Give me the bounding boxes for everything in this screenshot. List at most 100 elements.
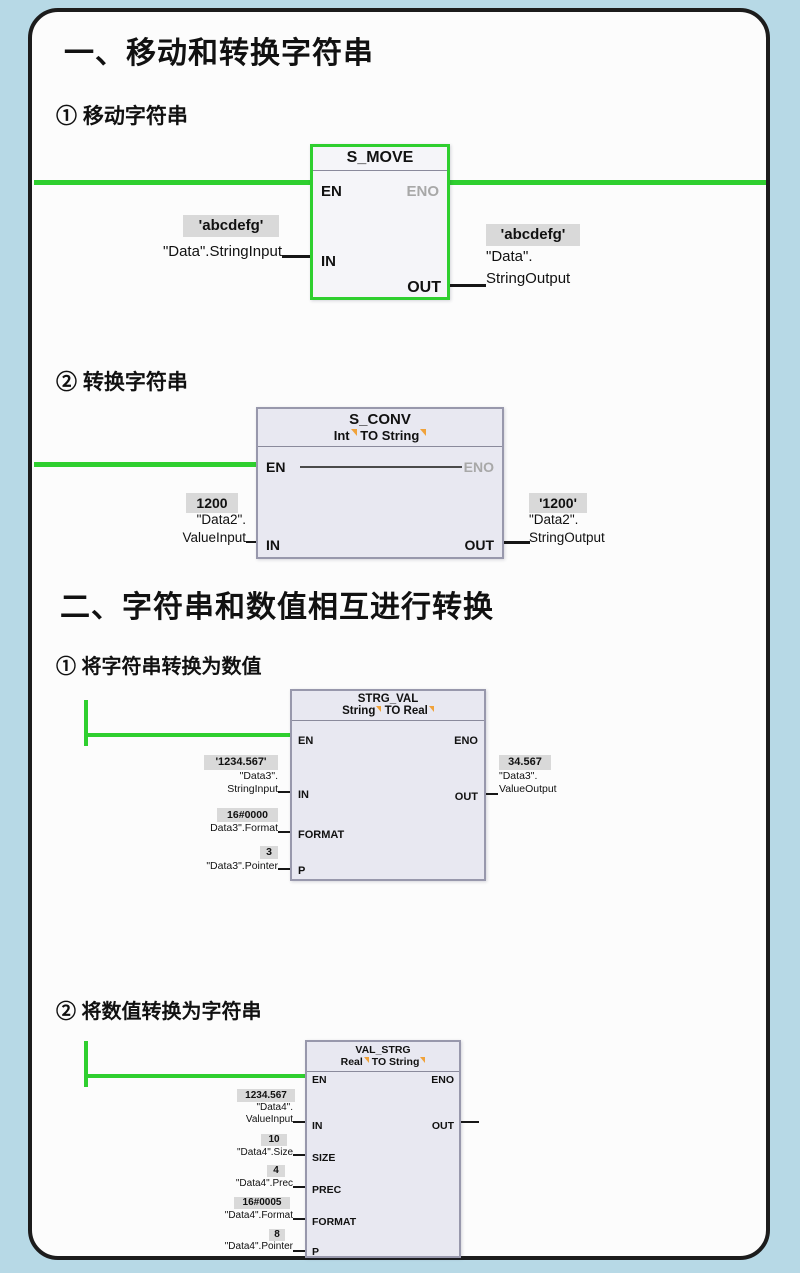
ladder-rail-vertical bbox=[84, 1041, 88, 1087]
pin-eno: ENO bbox=[431, 1074, 454, 1086]
block-title: STRG_VAL bbox=[357, 693, 419, 705]
type-to: Real bbox=[403, 705, 428, 717]
pin-in: IN bbox=[321, 253, 336, 270]
wire-p bbox=[278, 868, 290, 870]
type-keyword: TO bbox=[384, 705, 401, 717]
val-strg-in-operand-1: "Data4". bbox=[256, 1102, 293, 1113]
s-move-block: S_MOVE EN ENO IN OUT bbox=[310, 144, 450, 300]
type-keyword: TO bbox=[360, 428, 379, 443]
wire-out bbox=[461, 1121, 479, 1123]
val-strg-p-operand: "Data4".Pointer bbox=[224, 1241, 293, 1252]
s-conv-input-operand-1: "Data2". bbox=[196, 512, 246, 527]
strg-val-format-value: 16#0000 bbox=[217, 808, 278, 822]
ladder-rail-left bbox=[84, 733, 290, 737]
ladder-rail-left bbox=[34, 180, 310, 185]
block-title: S_MOVE bbox=[313, 147, 447, 171]
s-conv-block: S_CONV Int TO String EN ENO IN OUT bbox=[256, 407, 504, 559]
strg-val-in-operand-1: "Data3". bbox=[239, 770, 278, 782]
pin-size: SIZE bbox=[312, 1152, 336, 1164]
wire-in bbox=[293, 1121, 305, 1123]
move-string-heading: ① 移动字符串 bbox=[56, 105, 188, 128]
pin-format: FORMAT bbox=[312, 1216, 357, 1228]
strg-val-out-value: 34.567 bbox=[499, 755, 551, 770]
en-eno-line bbox=[300, 466, 462, 468]
wire-in bbox=[246, 541, 256, 543]
wire-format bbox=[278, 831, 290, 833]
wire-in bbox=[278, 791, 290, 793]
s-conv-input-value: 1200 bbox=[186, 493, 238, 513]
ladder-rail-vertical bbox=[84, 700, 88, 746]
val-strg-prec-value: 4 bbox=[267, 1165, 285, 1177]
pin-in: IN bbox=[312, 1120, 323, 1132]
type-from: Int bbox=[333, 428, 350, 443]
pin-in: IN bbox=[298, 789, 309, 801]
wire-out bbox=[486, 793, 498, 795]
val-strg-block: VAL_STRG Real TO String EN ENO IN SIZE P… bbox=[305, 1040, 461, 1258]
val-strg-in-value: 1234.567 bbox=[237, 1089, 295, 1102]
strg-val-p-operand: "Data3".Pointer bbox=[206, 860, 278, 872]
s-conv-output-value: '1200' bbox=[529, 493, 587, 513]
s-conv-output-operand-1: "Data2". bbox=[529, 512, 579, 527]
s-move-input-value: 'abcdefg' bbox=[183, 215, 279, 237]
s-move-output-value: 'abcdefg' bbox=[486, 224, 580, 246]
s-move-output-operand-2: StringOutput bbox=[486, 270, 571, 287]
pin-in: IN bbox=[266, 537, 280, 553]
val-strg-heading: ② 将数值转换为字符串 bbox=[56, 1001, 262, 1023]
wire-in bbox=[282, 255, 310, 258]
ladder-rail-left bbox=[84, 1074, 305, 1078]
wire-out bbox=[504, 541, 530, 544]
wire-prec bbox=[293, 1186, 305, 1188]
strg-val-out-operand-2: ValueOutput bbox=[499, 783, 557, 795]
val-strg-in-operand-2: ValueInput bbox=[245, 1114, 293, 1125]
section2-title: 二、字符串和数值相互进行转换 bbox=[60, 591, 494, 624]
strg-val-block: STRG_VAL String TO Real EN ENO IN FORMAT… bbox=[290, 689, 486, 881]
val-strg-p-value: 8 bbox=[269, 1229, 285, 1241]
type-from: String bbox=[342, 705, 376, 717]
block-title: S_CONV bbox=[349, 411, 411, 428]
convert-string-heading: ② 转换字符串 bbox=[56, 371, 188, 394]
type-dropdown-icon bbox=[420, 429, 427, 436]
val-strg-prec-operand: "Data4".Prec bbox=[235, 1178, 293, 1189]
pin-p: P bbox=[312, 1246, 320, 1258]
strg-val-format-operand: Data3".Format bbox=[210, 822, 278, 834]
pin-en: EN bbox=[266, 459, 286, 475]
val-strg-size-operand: "Data4".Size bbox=[236, 1147, 293, 1158]
strg-val-out-operand-1: "Data3". bbox=[499, 770, 538, 782]
pin-eno: ENO bbox=[454, 735, 478, 747]
pin-out: OUT bbox=[407, 279, 441, 296]
pin-prec: PREC bbox=[312, 1184, 342, 1196]
val-strg-size-value: 10 bbox=[261, 1134, 287, 1146]
type-dropdown-icon bbox=[350, 429, 357, 436]
pin-out: OUT bbox=[431, 1120, 454, 1132]
type-dropdown-icon bbox=[363, 1057, 369, 1063]
strg-val-in-value: '1234.567' bbox=[204, 755, 278, 770]
type-dropdown-icon bbox=[428, 706, 434, 712]
type-dropdown-icon bbox=[376, 706, 382, 712]
type-to: String bbox=[389, 1056, 420, 1068]
ladder-rail-right bbox=[450, 180, 766, 185]
s-conv-input-operand-2: ValueInput bbox=[182, 530, 246, 545]
strg-val-in-operand-2: StringInput bbox=[227, 783, 278, 795]
s-move-input-operand: "Data".StringInput bbox=[162, 243, 282, 260]
type-dropdown-icon bbox=[420, 1057, 426, 1063]
s-conv-output-operand-2: StringOutput bbox=[529, 530, 605, 545]
ladder-rail-left bbox=[34, 462, 256, 467]
wire-out bbox=[450, 284, 486, 287]
val-strg-format-operand: "Data4".Format bbox=[224, 1210, 293, 1221]
wire-size bbox=[293, 1154, 305, 1156]
pin-p: P bbox=[298, 865, 306, 877]
pin-eno: ENO bbox=[406, 183, 439, 200]
pin-en: EN bbox=[298, 735, 314, 747]
wire-format bbox=[293, 1218, 305, 1220]
strg-val-heading: ① 将字符串转换为数值 bbox=[56, 656, 262, 678]
block-title: VAL_STRG bbox=[355, 1044, 411, 1056]
pin-en: EN bbox=[312, 1074, 327, 1086]
type-keyword: TO bbox=[371, 1056, 387, 1068]
strg-val-p-value: 3 bbox=[260, 846, 278, 859]
pin-eno: ENO bbox=[463, 459, 494, 475]
pin-en: EN bbox=[321, 183, 342, 200]
pin-out: OUT bbox=[454, 791, 478, 803]
type-from: Real bbox=[340, 1056, 363, 1068]
val-strg-format-value: 16#0005 bbox=[234, 1197, 290, 1209]
